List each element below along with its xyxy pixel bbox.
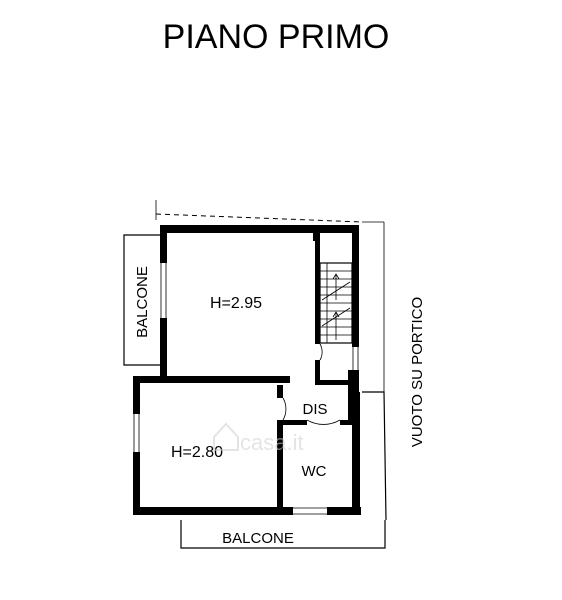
balcony-bottom-label: BALCONE [222,530,294,547]
lower-room-height-label: H=2.80 [171,444,223,461]
vuoto-label: VUOTO SU PORTICO [409,297,426,447]
roof-edge-dashed [155,200,385,228]
balcony-bottom-outline [180,520,386,549]
watermark: casa.it [213,422,304,455]
plan-title: PIANO PRIMO [163,18,390,56]
dis-label: DIS [302,401,327,418]
right-outer-boundary [362,228,387,521]
exterior-walls [133,225,361,515]
watermark-text: casa.it [240,430,304,455]
door-swings [282,343,341,425]
balcony-left-label: BALCONE [134,266,151,338]
wc-label: WC [302,463,327,480]
staircase [319,262,353,344]
balcony-left-outline [123,234,160,366]
interior-walls [277,232,354,515]
upper-room-height-label: H=2.95 [210,295,262,312]
windows [133,263,359,515]
